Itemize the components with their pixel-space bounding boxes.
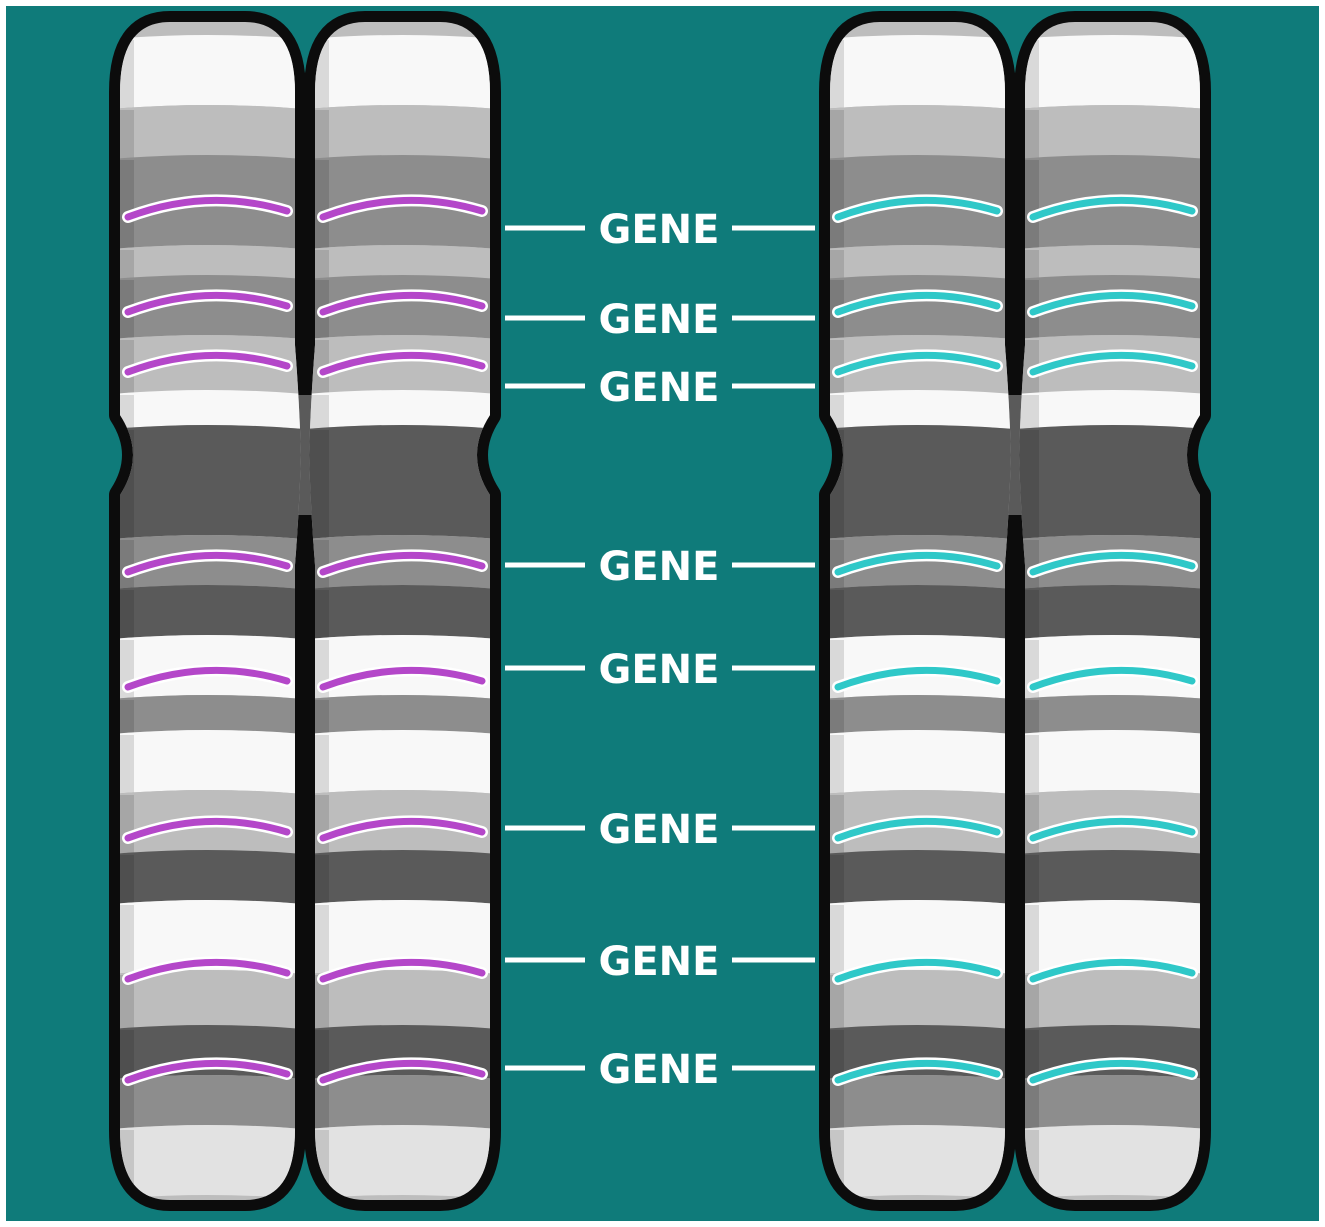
gene-label: GENE — [599, 544, 720, 590]
right-chromosome — [810, 12, 1220, 1210]
gene-label: GENE — [599, 647, 720, 693]
gene-label: GENE — [599, 807, 720, 853]
chromatid-right — [295, 12, 510, 1210]
gene-label: GENE — [599, 1047, 720, 1093]
gene-label: GENE — [599, 207, 720, 253]
chromatid-left — [810, 12, 1025, 1210]
chromatid-left — [100, 12, 315, 1210]
gene-label: GENE — [599, 297, 720, 343]
left-chromosome — [100, 12, 510, 1210]
gene-label: GENE — [599, 939, 720, 985]
chromatid-right — [1005, 12, 1220, 1210]
gene-label: GENE — [599, 365, 720, 411]
